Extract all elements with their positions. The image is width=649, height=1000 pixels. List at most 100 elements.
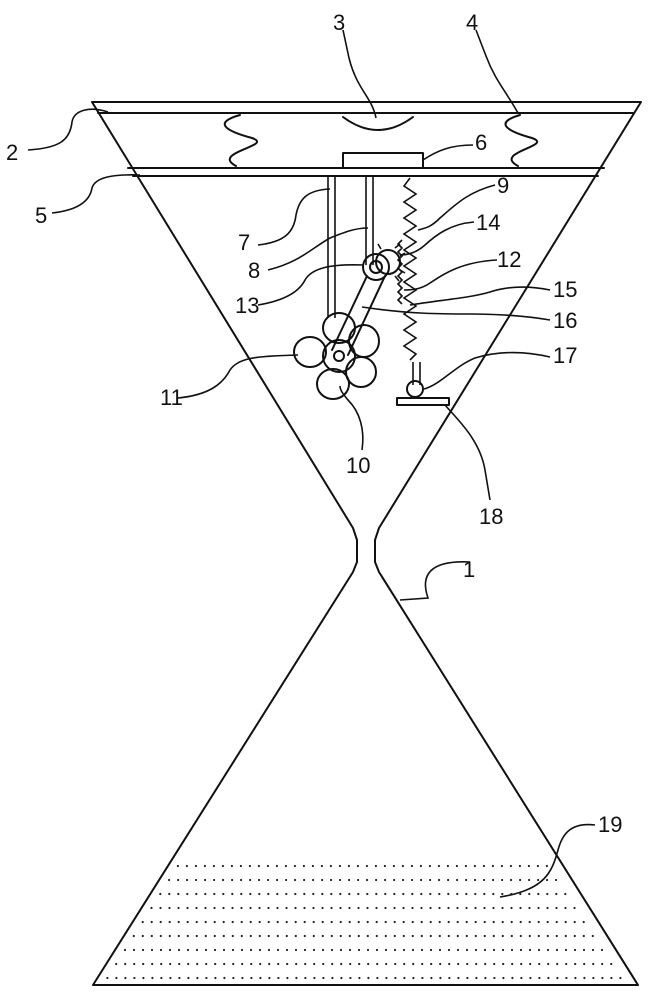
sand-dot: [142, 949, 144, 951]
sand-dot: [250, 977, 252, 979]
label-11: 11: [160, 385, 183, 410]
fan-blade-top: [323, 313, 355, 343]
sand-dot: [412, 921, 414, 923]
sand-dot: [267, 893, 269, 895]
sand-dot: [376, 949, 378, 951]
sand-dot: [375, 893, 377, 895]
sand-dot: [546, 865, 548, 867]
sand-dot: [222, 865, 224, 867]
sand-dot: [186, 865, 188, 867]
sand-dot: [510, 865, 512, 867]
label-14: 14: [476, 210, 500, 235]
sand-dot: [556, 963, 558, 965]
sand-dot: [339, 893, 341, 895]
sand-dot: [484, 921, 486, 923]
sand-dot: [412, 963, 414, 965]
sand-dot: [565, 935, 567, 937]
sand-dot: [384, 879, 386, 881]
sand-dot: [519, 879, 521, 881]
sand-dot: [429, 893, 431, 895]
sand-dot: [465, 865, 467, 867]
sand-dot: [447, 907, 449, 909]
sand-dot: [411, 893, 413, 895]
sand-dot: [339, 907, 341, 909]
sand-dot: [429, 865, 431, 867]
sand-dot: [268, 935, 270, 937]
sand-dot: [277, 977, 279, 979]
sand-dot: [475, 935, 477, 937]
fixed-block: [343, 153, 423, 168]
sand-dot: [367, 963, 369, 965]
sand-dot: [619, 977, 621, 979]
fan-hub: [323, 340, 355, 372]
sand-dot: [448, 949, 450, 951]
sand-dot: [438, 907, 440, 909]
sand-dot: [475, 949, 477, 951]
sand-dot: [403, 935, 405, 937]
vertical-spring: [404, 178, 416, 360]
sand-dot: [213, 865, 215, 867]
sand-dot: [493, 977, 495, 979]
sand-dot: [376, 921, 378, 923]
sand-dot: [394, 949, 396, 951]
sand-dot: [439, 935, 441, 937]
sand-dot: [376, 977, 378, 979]
sand-dot: [511, 977, 513, 979]
sand-dot: [277, 921, 279, 923]
sand-dot: [367, 977, 369, 979]
sand-dot: [448, 963, 450, 965]
sand-dot: [330, 865, 332, 867]
sand-dot: [492, 865, 494, 867]
sand-dot: [520, 935, 522, 937]
sand-dot: [439, 949, 441, 951]
leader-17: [424, 353, 550, 389]
sand-dot: [177, 879, 179, 881]
sand-dot: [276, 865, 278, 867]
sand-dot: [492, 879, 494, 881]
sand-dot: [393, 907, 395, 909]
sand-dot: [493, 949, 495, 951]
sand-dot: [340, 949, 342, 951]
label-2: 2: [6, 140, 18, 165]
label-1: 1: [463, 557, 475, 582]
sand-dot: [303, 865, 305, 867]
sand-dot: [475, 963, 477, 965]
sand-dot: [439, 963, 441, 965]
sand-dot: [115, 963, 117, 965]
sand-dot: [528, 907, 530, 909]
sand-dot: [420, 893, 422, 895]
sand-dot: [601, 977, 603, 979]
sand-dot: [529, 963, 531, 965]
sand-dot: [358, 963, 360, 965]
sand-dot: [187, 963, 189, 965]
sand-dot: [538, 921, 540, 923]
sand-dot: [546, 893, 548, 895]
sand-dot: [474, 865, 476, 867]
sand-dot: [124, 977, 126, 979]
sand-dot: [331, 949, 333, 951]
sand-dot: [196, 977, 198, 979]
sand-dot: [222, 893, 224, 895]
sand-dot: [151, 949, 153, 951]
sand-dot: [223, 977, 225, 979]
sand-dot: [204, 893, 206, 895]
label-18: 18: [479, 504, 503, 529]
sand-dot: [484, 935, 486, 937]
sand-dot: [160, 921, 162, 923]
sand-dot: [348, 865, 350, 867]
sand-dot: [223, 935, 225, 937]
sand-dot: [222, 879, 224, 881]
sand-dot: [313, 963, 315, 965]
sand-dot: [403, 963, 405, 965]
sand-dot: [465, 907, 467, 909]
sand-dot: [537, 879, 539, 881]
sand-dot: [151, 921, 153, 923]
sand-dot: [249, 893, 251, 895]
sand-dot: [438, 865, 440, 867]
sand-dot: [178, 963, 180, 965]
spring-left: [225, 115, 257, 166]
sand-dot: [340, 963, 342, 965]
sand-dot: [187, 977, 189, 979]
rack-teeth: [398, 240, 402, 304]
sand-dot: [592, 935, 594, 937]
